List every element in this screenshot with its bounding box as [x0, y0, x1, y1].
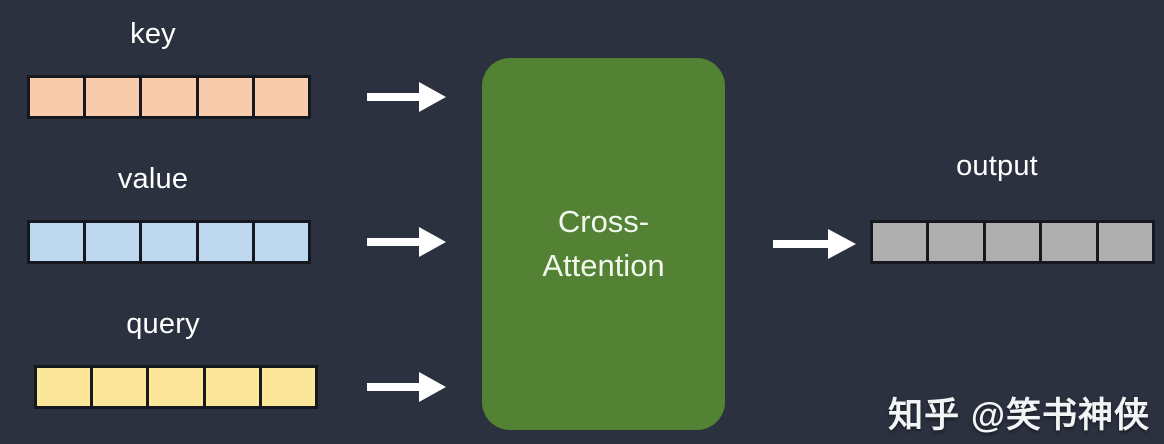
- value-cell: [142, 223, 199, 261]
- value-label: value: [117, 163, 189, 195]
- key-cell: [198, 78, 255, 116]
- cross-attention-block-title: Cross- Attention: [542, 203, 665, 283]
- output-cell: [873, 223, 930, 261]
- key-token-strip: [27, 75, 311, 119]
- query-right-arrow-icon: [367, 372, 446, 402]
- output-cell: [985, 223, 1043, 261]
- output-label: output: [956, 150, 1038, 182]
- value-right-arrow-icon: [367, 227, 446, 257]
- query-cell: [205, 368, 262, 406]
- key-cell: [30, 78, 87, 116]
- key-cell: [142, 78, 199, 116]
- value-token-strip: [27, 220, 311, 264]
- cross-attention-block: Cross- Attention: [482, 58, 725, 430]
- key-right-arrow-icon: [367, 82, 446, 112]
- query-cell: [93, 368, 150, 406]
- key-cell: [254, 78, 309, 116]
- query-label: query: [126, 308, 200, 340]
- query-cell: [149, 368, 206, 406]
- query-cell: [37, 368, 94, 406]
- query-token-strip: [34, 365, 318, 409]
- value-cell: [30, 223, 87, 261]
- output-cell: [1098, 223, 1153, 261]
- watermark: 知乎 @笑书神侠: [888, 396, 1150, 435]
- query-cell: [261, 368, 316, 406]
- output-token-strip: [870, 220, 1155, 264]
- value-cell: [86, 223, 143, 261]
- output-right-arrow-icon: [773, 229, 856, 259]
- value-cell: [198, 223, 255, 261]
- key-cell: [86, 78, 143, 116]
- output-cell: [1042, 223, 1099, 261]
- value-cell: [254, 223, 309, 261]
- key-label: key: [130, 18, 176, 50]
- output-cell: [929, 223, 986, 261]
